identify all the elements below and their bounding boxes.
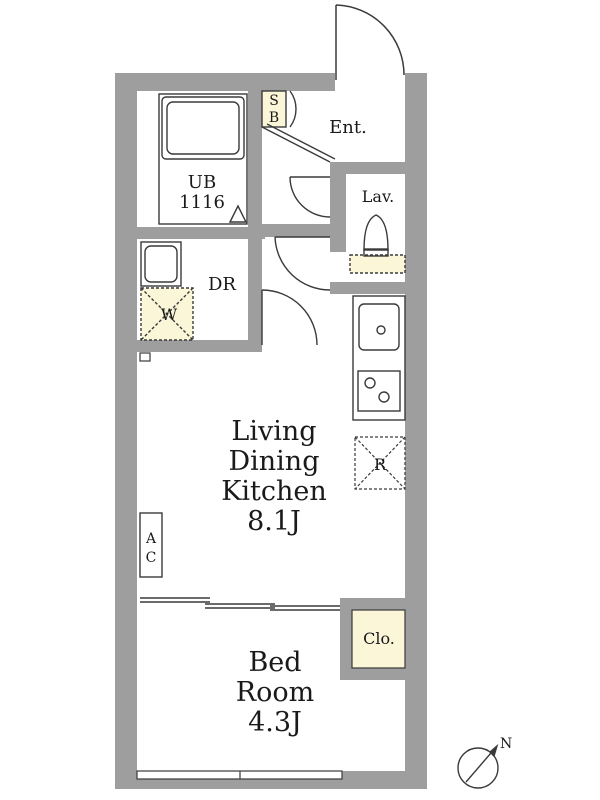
- bedroom-size: 4.3J: [248, 707, 302, 738]
- dressing-room-label: DR: [208, 274, 236, 295]
- inner-walls: [137, 91, 405, 680]
- ldk-size: 8.1J: [247, 506, 301, 537]
- dressing-room-door: [261, 289, 318, 346]
- ac-label-line1: A: [145, 531, 157, 547]
- closet-label: Clo.: [363, 629, 395, 648]
- ldk-label-line3: Kitchen: [221, 476, 327, 507]
- bedroom-label-line2: Room: [236, 677, 314, 708]
- air-conditioner: [139, 512, 163, 578]
- hallway-step: [261, 90, 336, 163]
- kitchen-counter: [352, 295, 406, 421]
- shoe-box-label-line2: B: [269, 110, 279, 126]
- ac-label-line2: C: [146, 550, 157, 566]
- bedroom-label-line1: Bed: [248, 647, 301, 678]
- living-door: [274, 236, 331, 291]
- compass: [457, 743, 499, 789]
- compass-north-label: N: [500, 736, 512, 752]
- entrance-door: [335, 4, 405, 80]
- lavatory-label: Lav.: [362, 187, 394, 206]
- shoe-box: [261, 90, 287, 128]
- unit-bath-label-line2: 1116: [179, 192, 225, 213]
- shoe-box-label-line1: S: [269, 93, 279, 109]
- closet: [351, 609, 406, 669]
- washroom-fixtures: [140, 241, 194, 341]
- ldk-label-line1: Living: [231, 416, 316, 447]
- lavatory-fixtures: [289, 176, 406, 274]
- unit-bath-label-line1: UB: [188, 172, 216, 193]
- washer-label: W: [161, 305, 178, 324]
- entrance-label: Ent.: [329, 117, 367, 138]
- unit-bath: [158, 93, 248, 225]
- refrigerator-label: R: [374, 455, 387, 474]
- refrigerator-space: [354, 436, 406, 490]
- bedroom-window: [136, 770, 343, 780]
- ldk-label-line2: Dining: [229, 446, 320, 477]
- sliding-partition: [140, 597, 340, 611]
